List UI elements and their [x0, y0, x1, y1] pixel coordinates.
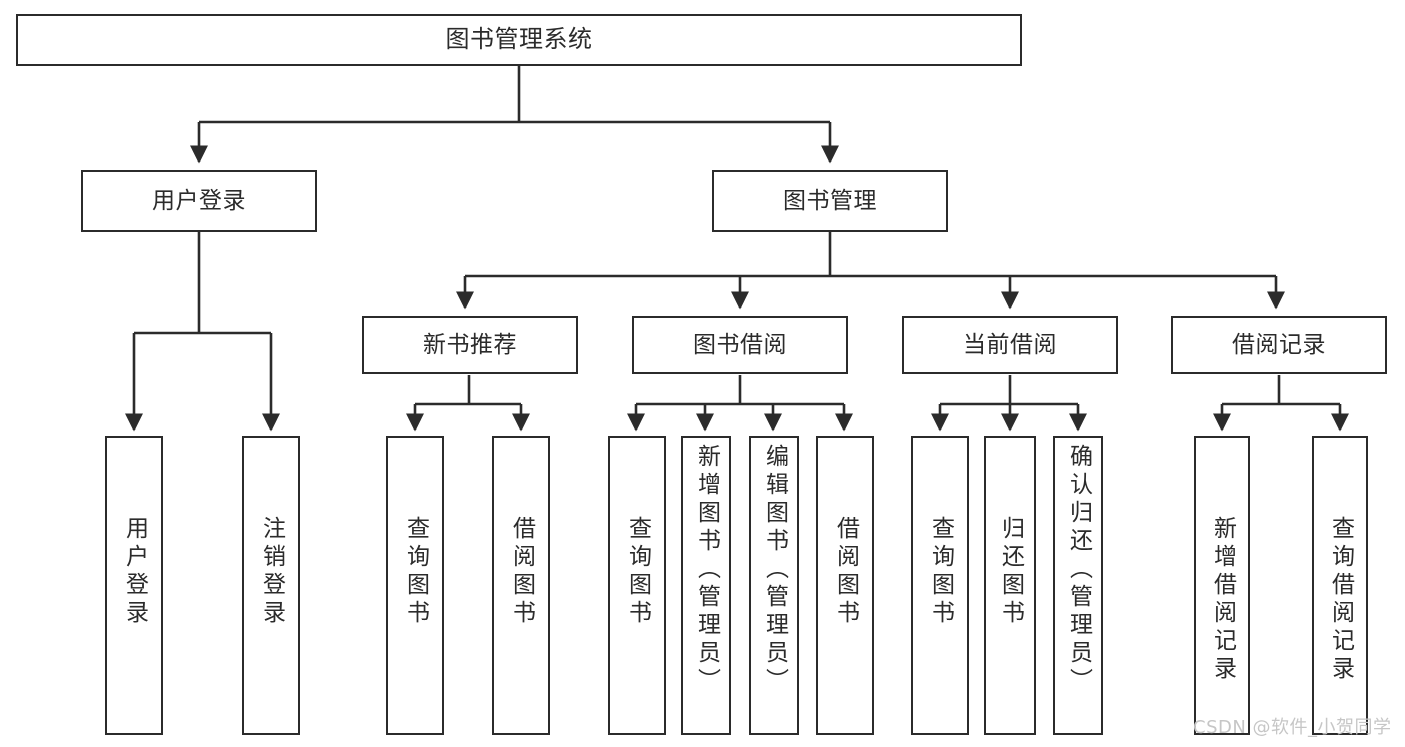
node-label: 查询图书 — [402, 516, 429, 628]
node-label: 借阅记录 — [1232, 331, 1326, 358]
leaf-book-borrow-query-books[interactable]: 查询图书 — [608, 436, 666, 735]
node-root-book-management-system[interactable]: 图书管理系统 — [16, 14, 1022, 66]
leaf-book-borrow-add-book-admin[interactable]: 新增图书（管理员） — [681, 436, 731, 735]
leaf-book-borrow-edit-book-admin[interactable]: 编辑图书（管理员） — [749, 436, 799, 735]
node-new-book-recommendation[interactable]: 新书推荐 — [362, 316, 578, 374]
node-label: 用户登录 — [121, 516, 148, 628]
node-label: 图书管理系统 — [445, 25, 593, 54]
leaf-user-login-logout[interactable]: 注销登录 — [242, 436, 300, 735]
node-label: 借阅图书 — [832, 516, 859, 628]
node-book-management[interactable]: 图书管理 — [712, 170, 948, 232]
node-label: 注销登录 — [258, 516, 285, 628]
leaf-record-add-borrow-record[interactable]: 新增借阅记录 — [1194, 436, 1250, 735]
node-user-login[interactable]: 用户登录 — [81, 170, 317, 232]
node-label: 新增图书（管理员） — [693, 444, 720, 696]
node-label: 用户登录 — [152, 187, 246, 214]
node-label: 借阅图书 — [508, 516, 535, 628]
node-label: 当前借阅 — [963, 331, 1057, 358]
node-label: 新书推荐 — [423, 331, 517, 358]
node-label: 查询图书 — [624, 516, 651, 628]
node-book-borrowing[interactable]: 图书借阅 — [632, 316, 848, 374]
node-label: 查询借阅记录 — [1327, 516, 1354, 684]
leaf-current-borrow-return-books[interactable]: 归还图书 — [984, 436, 1036, 735]
leaf-record-query-borrow-record[interactable]: 查询借阅记录 — [1312, 436, 1368, 735]
leaf-book-borrow-borrow-books[interactable]: 借阅图书 — [816, 436, 874, 735]
node-label: 图书借阅 — [693, 331, 787, 358]
node-label: 编辑图书（管理员） — [761, 444, 788, 696]
node-label: 查询图书 — [927, 516, 954, 628]
leaf-new-book-borrow-books[interactable]: 借阅图书 — [492, 436, 550, 735]
leaf-user-login-login[interactable]: 用户登录 — [105, 436, 163, 735]
leaf-current-borrow-query-books[interactable]: 查询图书 — [911, 436, 969, 735]
leaf-new-book-query-books[interactable]: 查询图书 — [386, 436, 444, 735]
node-label: 图书管理 — [783, 187, 877, 214]
node-borrowing-record[interactable]: 借阅记录 — [1171, 316, 1387, 374]
node-label: 新增借阅记录 — [1209, 516, 1236, 684]
node-label: 确认归还（管理员） — [1065, 444, 1092, 696]
leaf-current-borrow-confirm-return-admin[interactable]: 确认归还（管理员） — [1053, 436, 1103, 735]
csdn-watermark: CSDN @软件_小贺同学 — [1193, 717, 1392, 738]
node-label: 归还图书 — [997, 516, 1024, 628]
node-current-borrowing[interactable]: 当前借阅 — [902, 316, 1118, 374]
